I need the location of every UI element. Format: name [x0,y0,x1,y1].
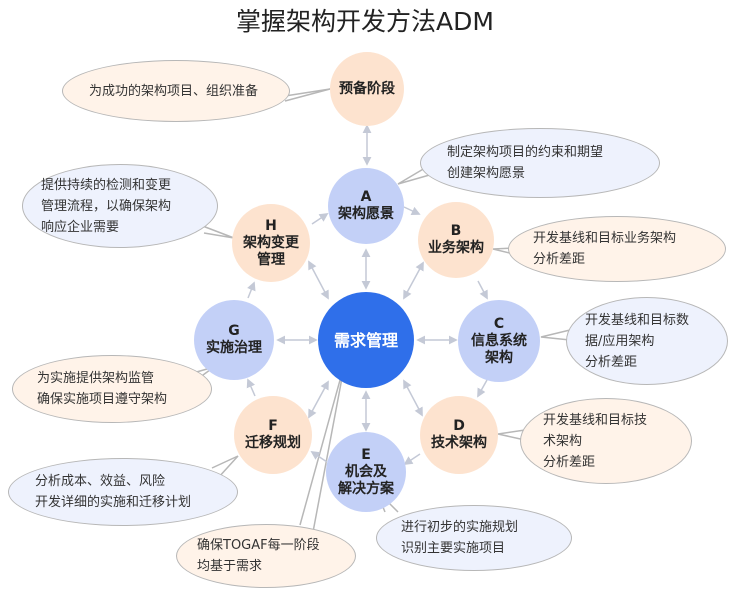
phase-prelim: 预备阶段 [330,52,404,126]
phase-letter: D [453,418,465,434]
note-line: 为成功的架构项目、组织准备 [89,83,259,99]
phase-letter: C [493,315,505,332]
tail-d-note [497,429,526,441]
phase-prelim-label: 预备阶段 [339,80,395,97]
note-hub: 确保TOGAF每一阶段 均基于需求 [176,524,356,588]
arrow-b-c [477,280,488,300]
note-line: 均基于需求 [197,559,263,574]
note-line: 分析差距 [533,252,586,267]
note-line: 分析成本、效益、风险 [35,474,166,489]
spoke-d [403,379,423,417]
note-f: 分析成本、效益、风险 开发详细的实施和迁移计划 [8,458,238,526]
note-line: 提供持续的检测和变更 [41,177,172,193]
phase-letter: A [360,189,372,205]
note-h: 提供持续的检测和变更 管理流程，以确保架构 响应企业需要 [22,164,218,248]
note-c: 开发基线和目标数 据/应用架构 分析差距 [566,297,728,385]
phase-g: G 实施治理 [194,300,274,380]
phase-e: E 机会及 解决方案 [326,432,406,512]
phase-name: 架构 [485,349,513,366]
phase-name: 架构愿景 [338,206,394,222]
phase-letter: H [265,217,277,234]
note-g: 为实施提供架构监管 确保实施项目遵守架构 [12,355,212,423]
phase-name: 实施治理 [206,340,262,356]
note-line: 开发详细的实施和迁移计划 [35,495,192,510]
note-line: 进行初步的实施规划 [401,520,519,535]
note-line: 开发基线和目标数 [585,312,690,328]
note-line: 为实施提供架构监管 [37,371,155,386]
phase-name: 管理 [257,251,285,268]
note-line: 响应企业需要 [41,219,120,235]
tail-f-note [211,455,239,479]
note-line: 术架构 [543,433,583,449]
spoke-f [308,380,329,419]
arrow-g-h [247,281,256,299]
note-line: 管理流程，以确保架构 [41,198,172,214]
note-line: 制定架构项目的约束和期望 [447,145,604,160]
note-line: 分析差距 [585,354,638,370]
tail-c-note [540,329,571,341]
phase-name: 技术架构 [431,435,487,451]
phase-name: 架构变更 [243,234,299,251]
phase-f: F 迁移规划 [234,396,312,474]
spoke-h [308,260,329,300]
note-prelim: 为成功的架构项目、组织准备 [62,60,290,122]
note-line: 确保实施项目遵守架构 [37,392,168,407]
arrow-f-g [246,378,256,397]
arrow-d-e [403,453,421,465]
note-line: 开发基线和目标业务架构 [533,231,677,246]
note-line: 创建架构愿景 [447,166,526,181]
arrow-a-b [403,206,421,216]
phase-b: B 业务架构 [418,202,494,278]
note-line: 开发基线和目标技 [543,412,648,428]
phase-letter: E [361,446,371,463]
phase-name: 迁移规划 [245,435,301,451]
phase-letter: F [268,418,278,434]
phase-d: D 技术架构 [420,396,498,474]
cycle-arrows [246,124,488,465]
phase-h: H 架构变更 管理 [232,204,310,282]
diagram-title: 掌握架构开发方法ADM [236,7,494,36]
note-e: 进行初步的实施规划 识别主要实施项目 [376,505,572,571]
tail-a-note [397,167,434,185]
phase-name: 解决方案 [338,480,394,497]
arrow-e-f [310,451,328,463]
phase-letter: G [228,323,240,339]
note-d: 开发基线和目标技 术架构 分析差距 [520,398,692,484]
arrow-c-d [477,379,488,398]
phase-name: 信息系统 [471,332,527,349]
note-a: 制定架构项目的约束和期望 创建架构愿景 [420,128,660,198]
phase-letter: B [450,223,462,239]
phase-c: C 信息系统 架构 [458,300,540,382]
note-line: 据/应用架构 [585,333,655,349]
phase-name: 机会及 [345,463,387,480]
phase-name: 业务架构 [428,240,484,256]
note-line: 识别主要实施项目 [401,541,506,556]
note-line: 分析差距 [543,454,596,470]
phase-a: A 架构愿景 [328,168,404,244]
hub-label: 需求管理 [333,330,398,350]
spoke-b [403,261,424,300]
hub-spokes [276,248,458,432]
hub-requirements: 需求管理 [318,292,414,388]
tail-prelim-note [284,88,331,102]
note-line: 确保TOGAF每一阶段 [197,538,320,553]
arrow-h-a [311,213,329,225]
note-b: 开发基线和目标业务架构 分析差距 [508,216,726,282]
